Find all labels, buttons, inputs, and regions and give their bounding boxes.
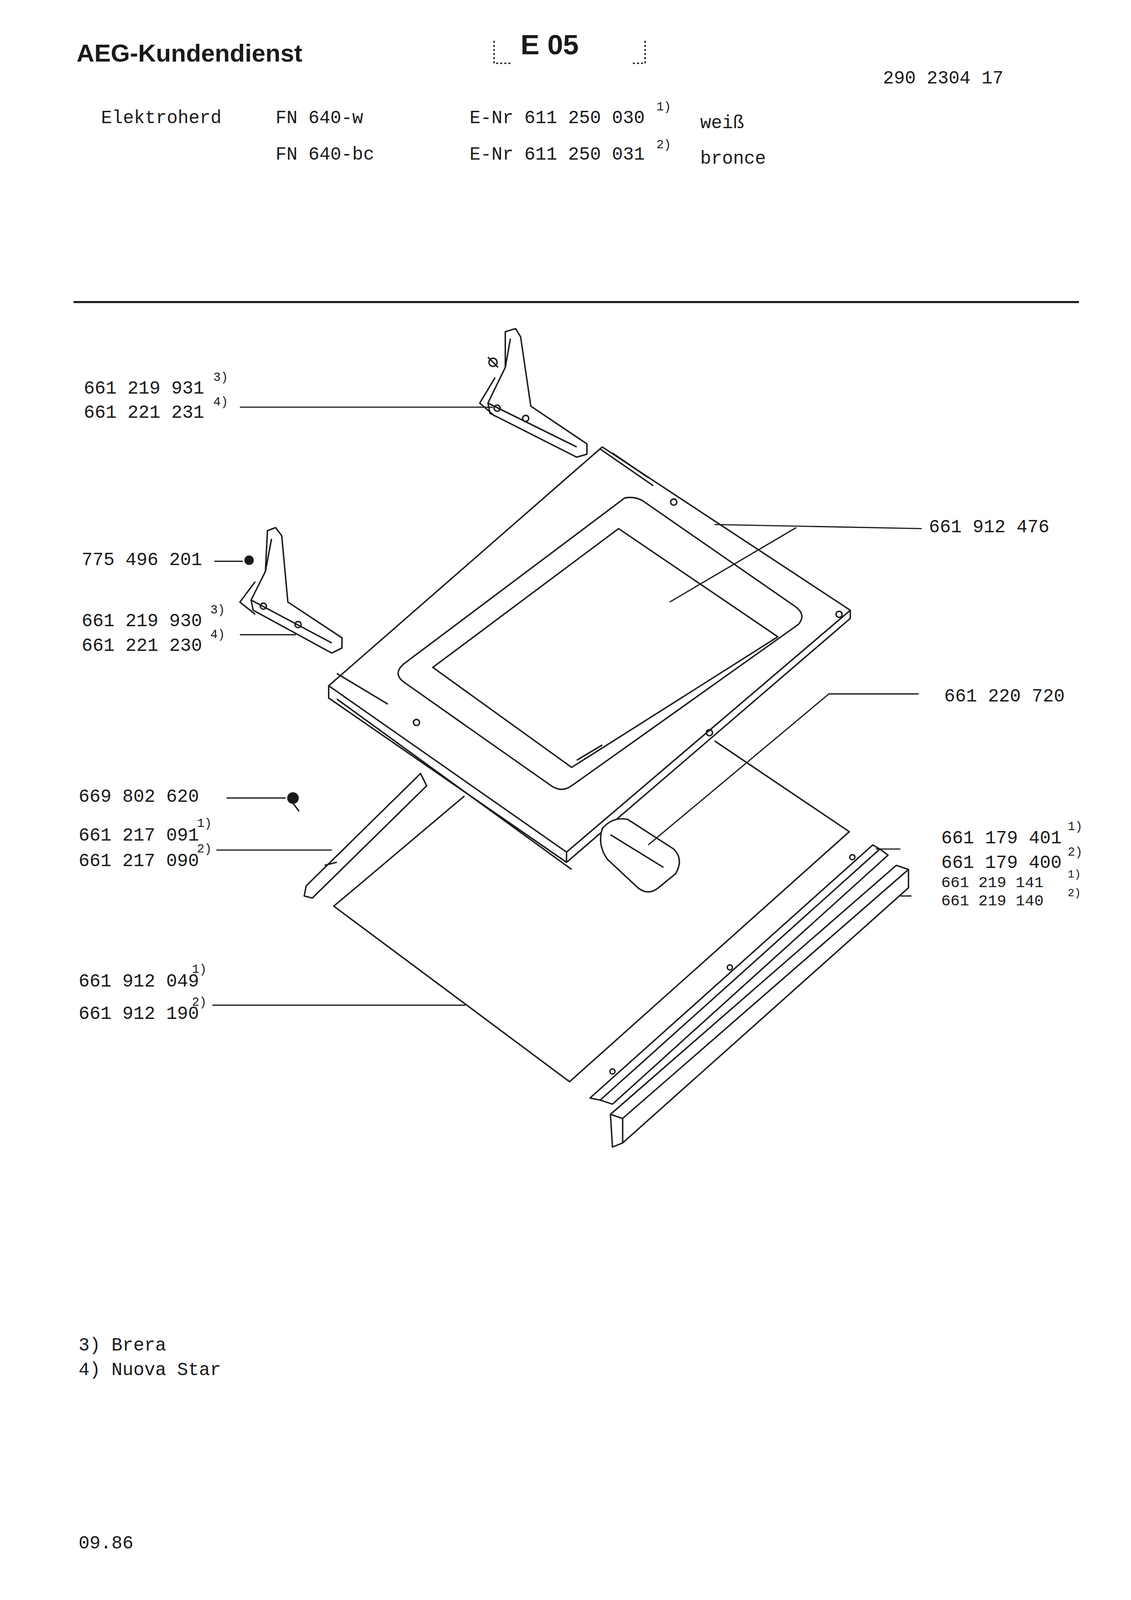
footnote: 3) Brera (78, 1337, 167, 1356)
footnote-mark: 1) (1067, 821, 1083, 834)
date: 09.86 (78, 1535, 134, 1554)
part-number: 775 496 201 (81, 551, 203, 570)
part-number: 661 912 476 (928, 518, 1050, 537)
e-number: E-Nr 611 250 031 (469, 145, 645, 165)
footnote-mark: 3) (213, 371, 229, 385)
part-number: 661 912 049 (78, 973, 199, 992)
footnote-mark: 1) (656, 101, 672, 114)
footnote-mark: 4) (210, 629, 225, 642)
e-number: E-Nr 611 250 030 (469, 109, 645, 128)
footnote-mark: 1) (1067, 869, 1081, 881)
part-number: 661 219 930 (81, 612, 203, 631)
footnote-mark: 2) (1067, 888, 1081, 900)
footnote-mark: 3) (210, 604, 225, 617)
footnote-mark: 2) (192, 996, 207, 1010)
model-name: FN 640-bc (275, 145, 375, 165)
color-name: weiß (700, 114, 745, 133)
footnote: 4) Nuova Star (78, 1361, 221, 1381)
heading: AEG-Kundendienst (76, 40, 303, 66)
footnote-mark: 4) (213, 396, 229, 409)
part-number: 661 219 931 (83, 380, 204, 399)
part-number: 661 221 231 (83, 404, 204, 423)
footnote-mark: 2) (656, 139, 672, 152)
part-number: 661 220 720 (944, 687, 1065, 707)
footnote-mark: 1) (192, 964, 207, 977)
color-name: bronce (700, 150, 767, 169)
part-number: 669 802 620 (78, 788, 199, 807)
footnote-mark: 1) (197, 818, 212, 831)
part-number: 661 221 230 (81, 637, 203, 656)
model-name: FN 640-w (275, 109, 364, 128)
part-number: 661 217 091 (78, 827, 199, 846)
document-number: 290 2304 17 (882, 69, 1004, 89)
part-number: 661 219 140 (941, 893, 1044, 910)
part-number: 661 912 190 (78, 1005, 199, 1024)
part-number: 661 219 141 (941, 875, 1044, 892)
footnote-mark: 2) (197, 843, 212, 856)
part-number: 661 179 400 (941, 854, 1062, 873)
footnote-mark: 2) (1067, 846, 1083, 860)
product-type: Elektroherd (101, 109, 222, 128)
sheet-code: E 05 (520, 30, 579, 59)
part-number: 661 179 401 (941, 829, 1062, 849)
part-number: 661 217 090 (78, 852, 199, 871)
